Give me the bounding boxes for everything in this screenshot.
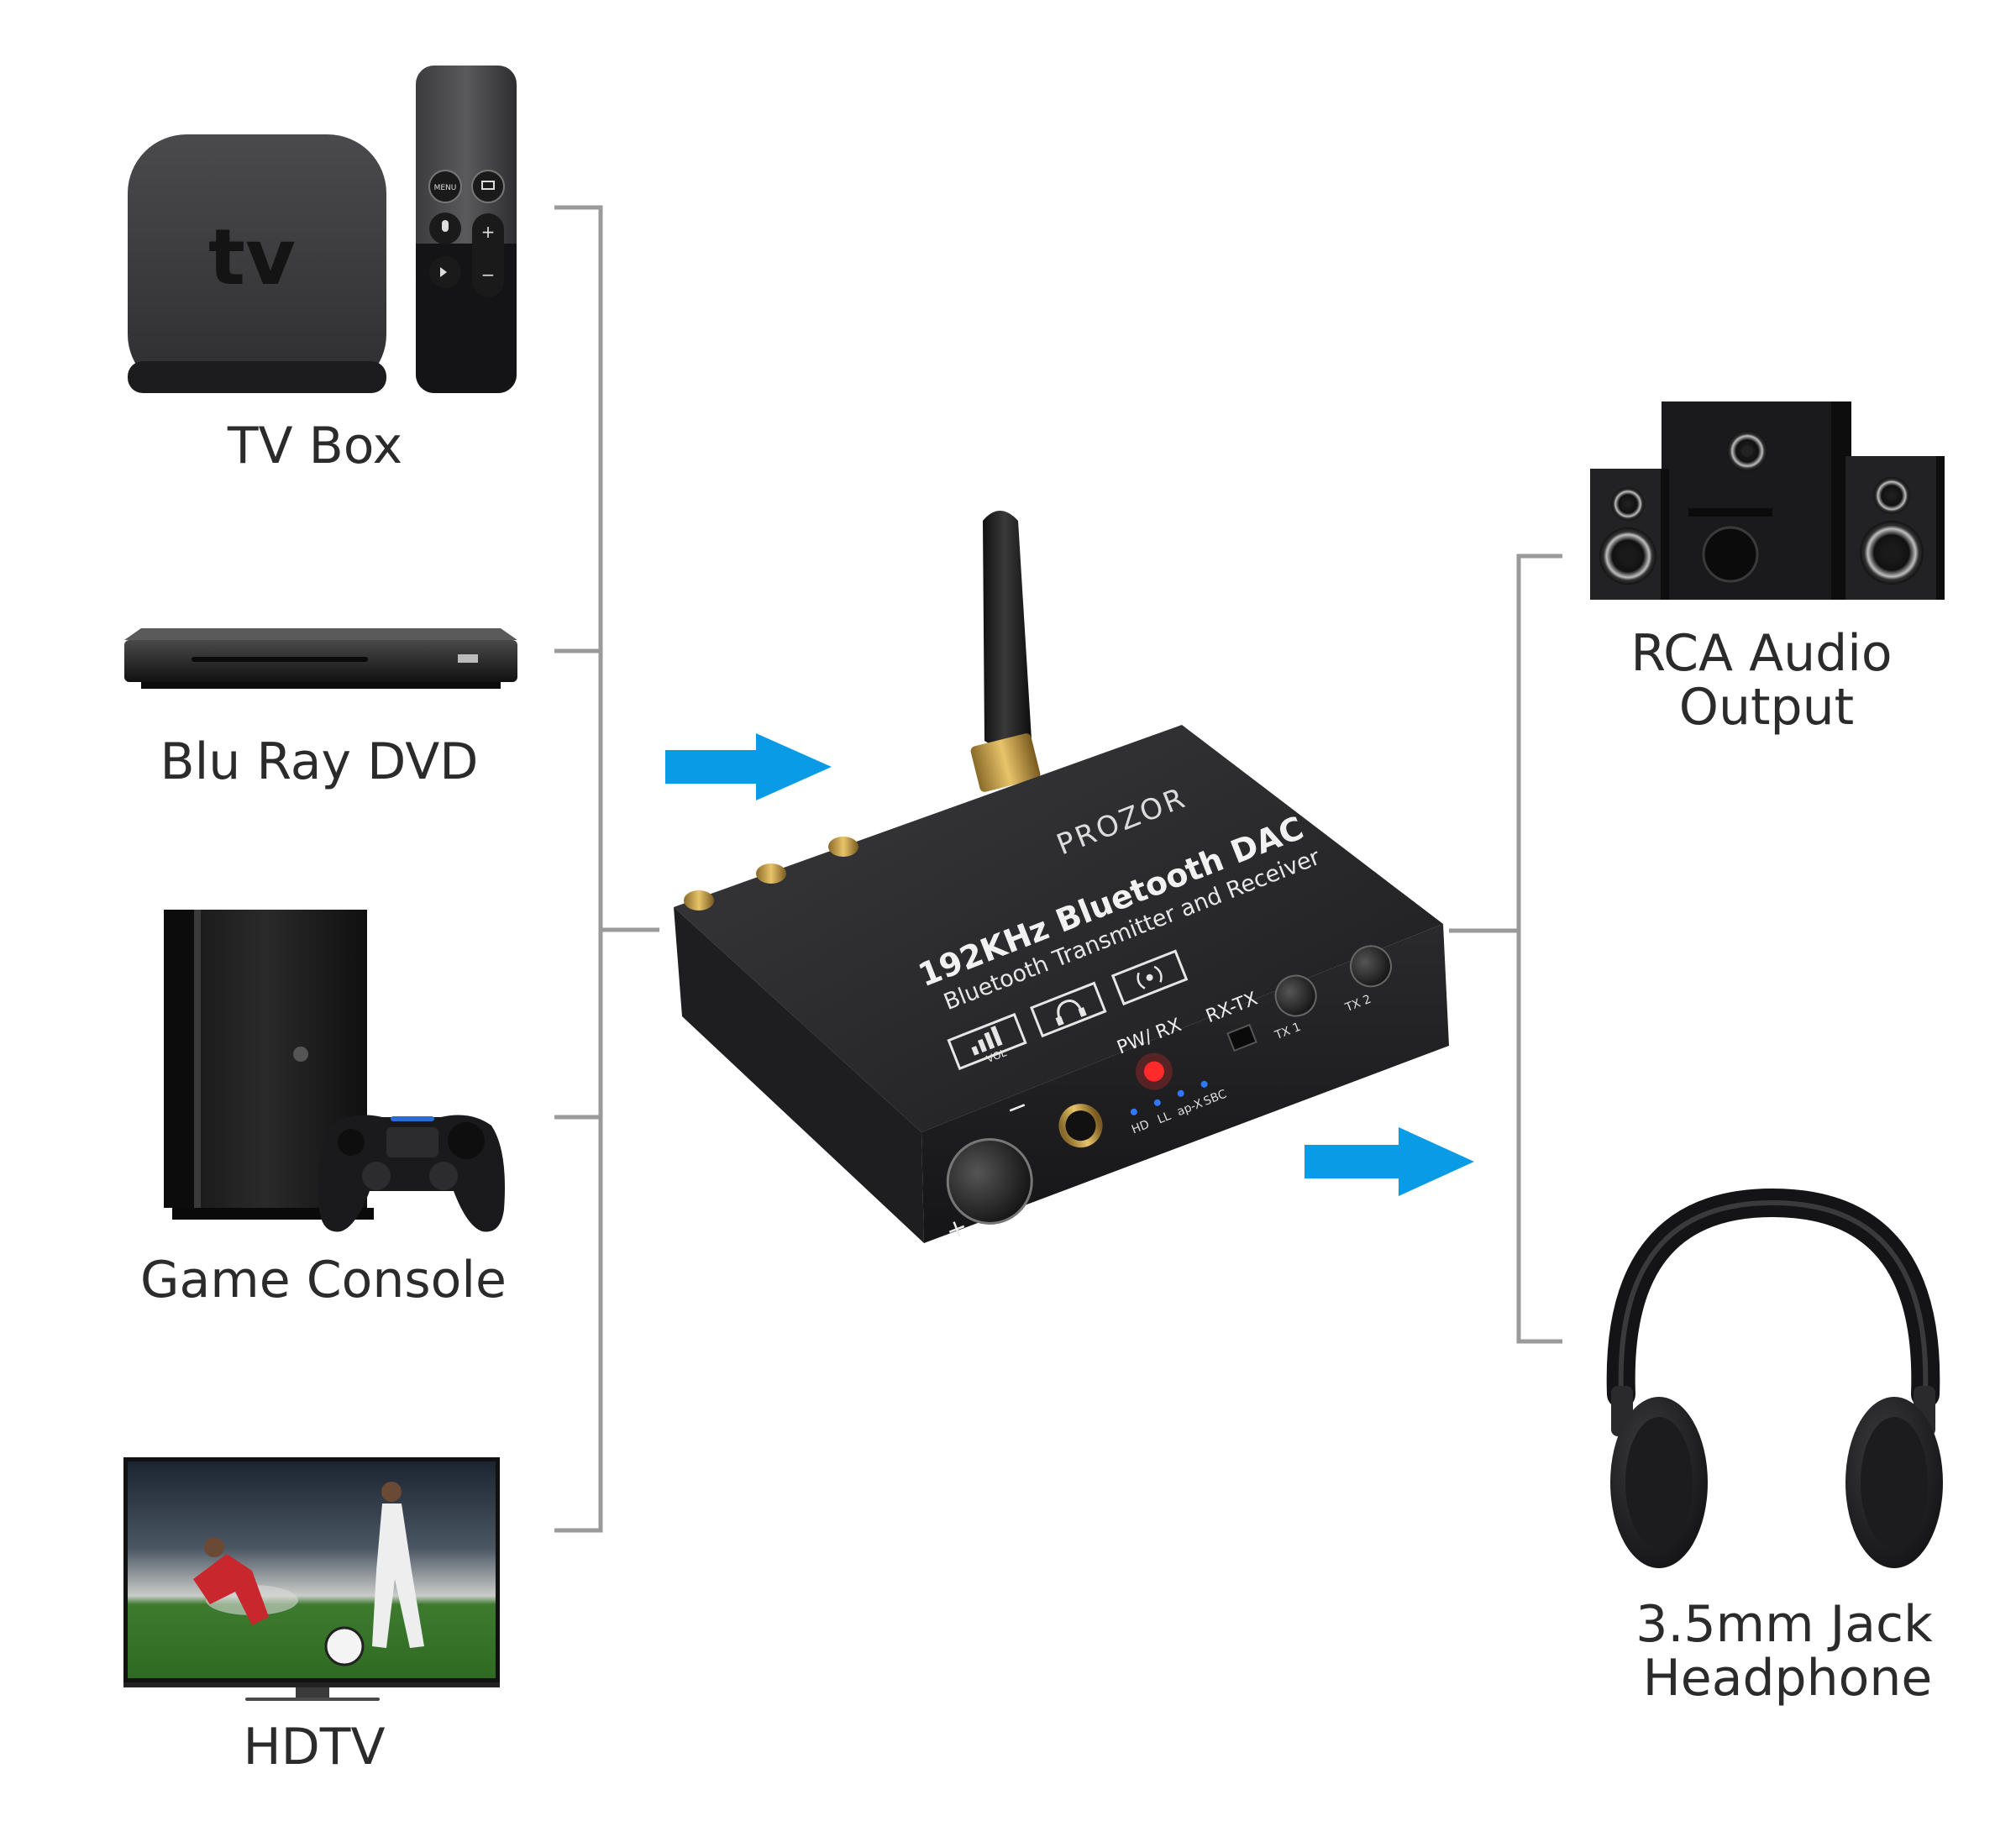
volume-knob[interactable] <box>935 1127 1044 1236</box>
tx1-button[interactable] <box>1270 969 1322 1021</box>
rca-speakers-image <box>1590 401 1945 600</box>
input-arrow-icon <box>665 733 832 800</box>
bluray-dvd-label: Blu Ray DVD <box>160 732 478 791</box>
antenna <box>970 511 1041 792</box>
transmit-mode-icon <box>1110 949 1189 1006</box>
volume-mode-icon <box>947 1012 1027 1071</box>
tx2-button[interactable] <box>1345 940 1397 992</box>
source-connector-bracket <box>554 205 659 1533</box>
hdtv-image <box>123 1457 500 1701</box>
output-arrow-icon <box>1305 1127 1474 1196</box>
rear-rca-connectors <box>684 837 858 910</box>
led-ll-label: LL <box>1156 1110 1173 1127</box>
game-console-label: Game Console <box>140 1251 507 1309</box>
headphone-jack-label-line1: 3.5mm Jack <box>1635 1595 1933 1654</box>
headphone-jack-port[interactable] <box>1057 1102 1105 1150</box>
headphone-mode-icon <box>1030 981 1107 1038</box>
bluray-dvd-player-image <box>124 628 517 689</box>
rx-tx-switch[interactable] <box>1226 1023 1257 1052</box>
remote-control-image: MENU + − <box>416 66 517 393</box>
headphones-image <box>1606 1188 1943 1568</box>
rca-output-label-line1: RCA Audio <box>1630 624 1892 683</box>
tv-box-image: tv <box>128 134 386 393</box>
headphone-jack-label-line2: Headphone <box>1643 1649 1933 1708</box>
tv-box-label: TV Box <box>227 417 402 475</box>
remote-minus-label: − <box>481 265 496 285</box>
led-hd-label: HD <box>1130 1118 1152 1137</box>
remote-plus-label: + <box>481 222 496 242</box>
rca-output-label-line2: Output <box>1679 678 1854 737</box>
remote-menu-label: MENU <box>434 184 457 192</box>
output-connector-bracket <box>1449 554 1562 1344</box>
power-led <box>1143 1061 1164 1082</box>
hdtv-label: HDTV <box>243 1718 385 1776</box>
tv-logo: tv <box>208 213 296 302</box>
bluetooth-dac-device: 192KHz Bluetooth DAC Bluetooth Transmitt… <box>674 511 1449 1246</box>
gamepad-image <box>318 1115 505 1232</box>
